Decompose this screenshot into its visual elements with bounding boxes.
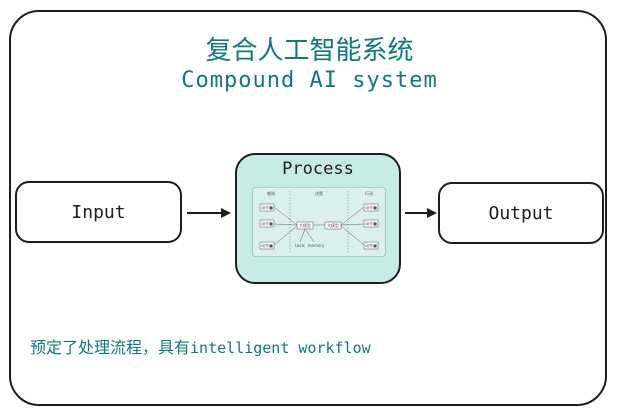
title-english: Compound AI system [181,68,438,93]
thumb-center-cell-2 [324,221,342,230]
thumb-right-cell-1-text: 动作■ [365,204,377,210]
process-label: Process [282,159,354,179]
thumb-memory-label: memory [308,243,325,248]
thumb-column-perceive: 感知 [267,190,275,196]
thumb-right-cell-2 [363,219,379,228]
thumb-center-cell-2-text: 大模型 [327,222,339,228]
process-thumbnail: 感知 决策 行动 动作■ 动作■ 动作■ 大模型 大模型 动作■ 动作■ 动作■… [252,187,386,257]
thumb-left-cell-1-text: 动作■ [261,204,273,210]
thumb-column-act: 行动 [365,190,373,196]
workflow-note: 预定了处理流程，具有intelligent workflow [30,334,371,358]
thumb-left-cell-3-text: 动作■ [261,242,273,248]
thumb-left-cell-2 [259,219,275,228]
note-chinese: 预定了处理流程，具有 [30,338,191,357]
input-node: Input [15,181,182,243]
thumb-center-cell-1-text: 大模型 [299,222,311,228]
note-english: intelligent workflow [190,339,371,357]
thumb-left-cell-3 [259,241,275,250]
title-chinese: 复合人工智能系统 [205,36,414,66]
input-label: Input [71,201,126,223]
thumb-right-cell-3-text: 动作■ [365,242,377,248]
thumb-left-cell-2-text: 动作■ [261,220,273,226]
output-label: Output [488,202,554,224]
thumbnail-border [252,187,386,257]
thumb-left-cell-1 [259,203,275,212]
thumb-right-cell-2-text: 动作■ [365,220,377,226]
thumb-connectors [273,206,365,246]
thumb-column-decide: 决策 [315,190,323,196]
thumb-right-cell-3 [363,241,379,250]
thumb-right-cell-1 [363,203,379,212]
output-node: Output [438,182,604,244]
thumb-tools-label: tools [295,243,305,248]
